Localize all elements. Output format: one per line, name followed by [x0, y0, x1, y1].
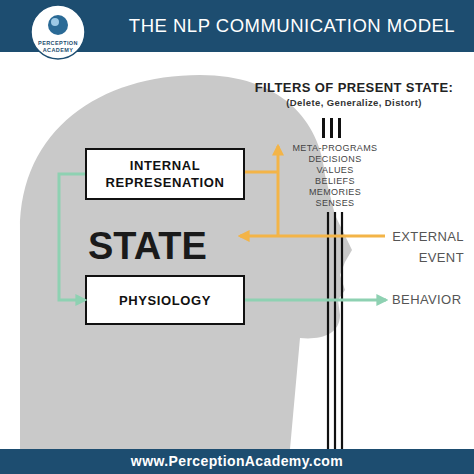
head-silhouette: INTERNAL REPRESENATION PHYSIOLOGY STATE: [18, 68, 358, 449]
footer-banner: [0, 449, 474, 474]
footer-url: www.PerceptionAcademy.com: [0, 453, 474, 470]
filter-item: BELIEFS: [287, 176, 383, 187]
process-box: PHYSIOLOGY: [85, 275, 245, 325]
head-shape: [20, 75, 352, 449]
process-box: INTERNAL REPRESENATION: [85, 148, 245, 200]
filter-bar: [330, 118, 333, 138]
logo-icon-brain: [51, 18, 59, 26]
filter-bar: [338, 118, 341, 138]
output-label: BEHAVIOR: [392, 292, 472, 308]
filters-subheading: (Delete, Generalize, Distort): [244, 97, 464, 109]
filter-bar: [322, 118, 325, 138]
box-label: INTERNAL REPRESENATION: [97, 157, 233, 191]
filter-item: META-PROGRAMS: [287, 143, 383, 154]
logo-circle: [31, 5, 85, 59]
input-label: EXTERNAL EVENT: [380, 226, 464, 268]
filter-item: MEMORIES: [287, 187, 383, 198]
box-label: PHYSIOLOGY: [119, 292, 211, 309]
filter-item: VALUES: [287, 165, 383, 176]
filter-item: SENSES: [287, 198, 383, 209]
state-label: STATE: [88, 225, 207, 268]
logo-text: PERCEPTION ACADEMY: [30, 40, 86, 54]
diagram-title: THE NLP COMMUNICATION MODEL: [112, 15, 472, 37]
filters-heading: FILTERS OF PRESENT STATE:: [244, 80, 464, 95]
logo-icon: [48, 15, 68, 35]
filter-item: DECISIONS: [287, 154, 383, 165]
